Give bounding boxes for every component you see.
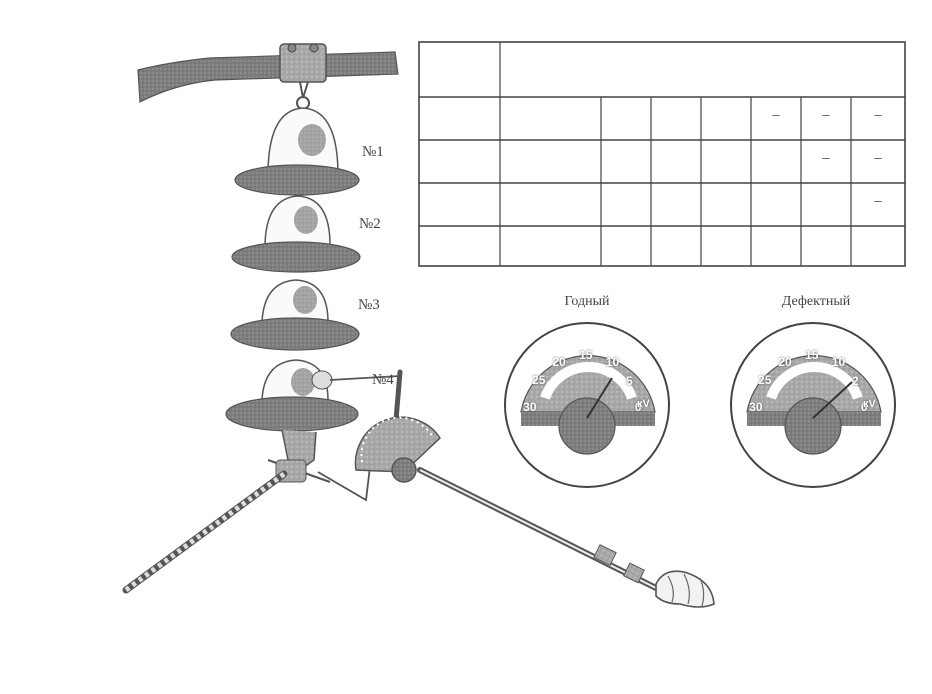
table-cell: – [822,150,830,165]
gauge-defective [730,322,896,488]
conductor-wire [137,51,399,103]
gauge-1-scale-label: 5 [626,373,633,388]
gauge-defective-title: Дефектный [781,294,851,309]
gauge-2-scale-label: 30 [749,399,763,414]
gauge-2-scale-label: 15 [805,348,819,362]
gauge-good [504,322,670,488]
table-cell: – [772,107,780,122]
gauge-1-scale-label: 20 [552,354,566,369]
gauge-2-scale-label: 10 [831,354,846,369]
gauge-2-scale-label: 20 [778,354,792,369]
measuring-rod [417,467,663,593]
bottom-fitting [267,429,331,483]
gauge-good-needle [586,377,613,419]
gauge-defective-needle [812,381,853,419]
insulator-label-4: №4 [372,372,394,388]
insulator-disc-4 [225,359,359,432]
gauge-1-scale-label: 15 [579,348,593,362]
insulator-string [225,107,361,483]
table-cell: – [822,107,830,122]
hand [655,570,715,608]
insulator-disc-2 [231,195,361,273]
insulator-label-2: №2 [359,216,381,232]
table-cell: – [874,193,882,208]
gauge-1-scale-label: 0 [634,399,642,414]
rope [122,470,288,594]
insulator-disc-1 [234,107,360,196]
gauge-1-unit: кV [637,398,650,410]
gauge-2-scale-label: 25 [758,373,772,388]
insulator-label-1: №1 [362,144,384,160]
gauge-2-unit: кV [863,398,876,410]
measuring-probe [317,369,441,502]
gauge-1-scale-label: 25 [532,373,546,388]
insulator-disc-3 [230,279,360,351]
insulator-label-3: №3 [358,297,380,313]
data-table [418,41,906,267]
gauge-1-scale-label: 10 [605,354,620,369]
table-cell: – [874,150,882,165]
gauge-2-scale-label: 2 [852,373,859,388]
gauge-1-scale-label: 30 [523,399,537,414]
gauge-2-scale-label: 0 [860,399,868,414]
gauge-good-title: Годный [564,294,610,309]
table-cell: – [874,107,882,122]
wire-clamp [279,43,327,110]
